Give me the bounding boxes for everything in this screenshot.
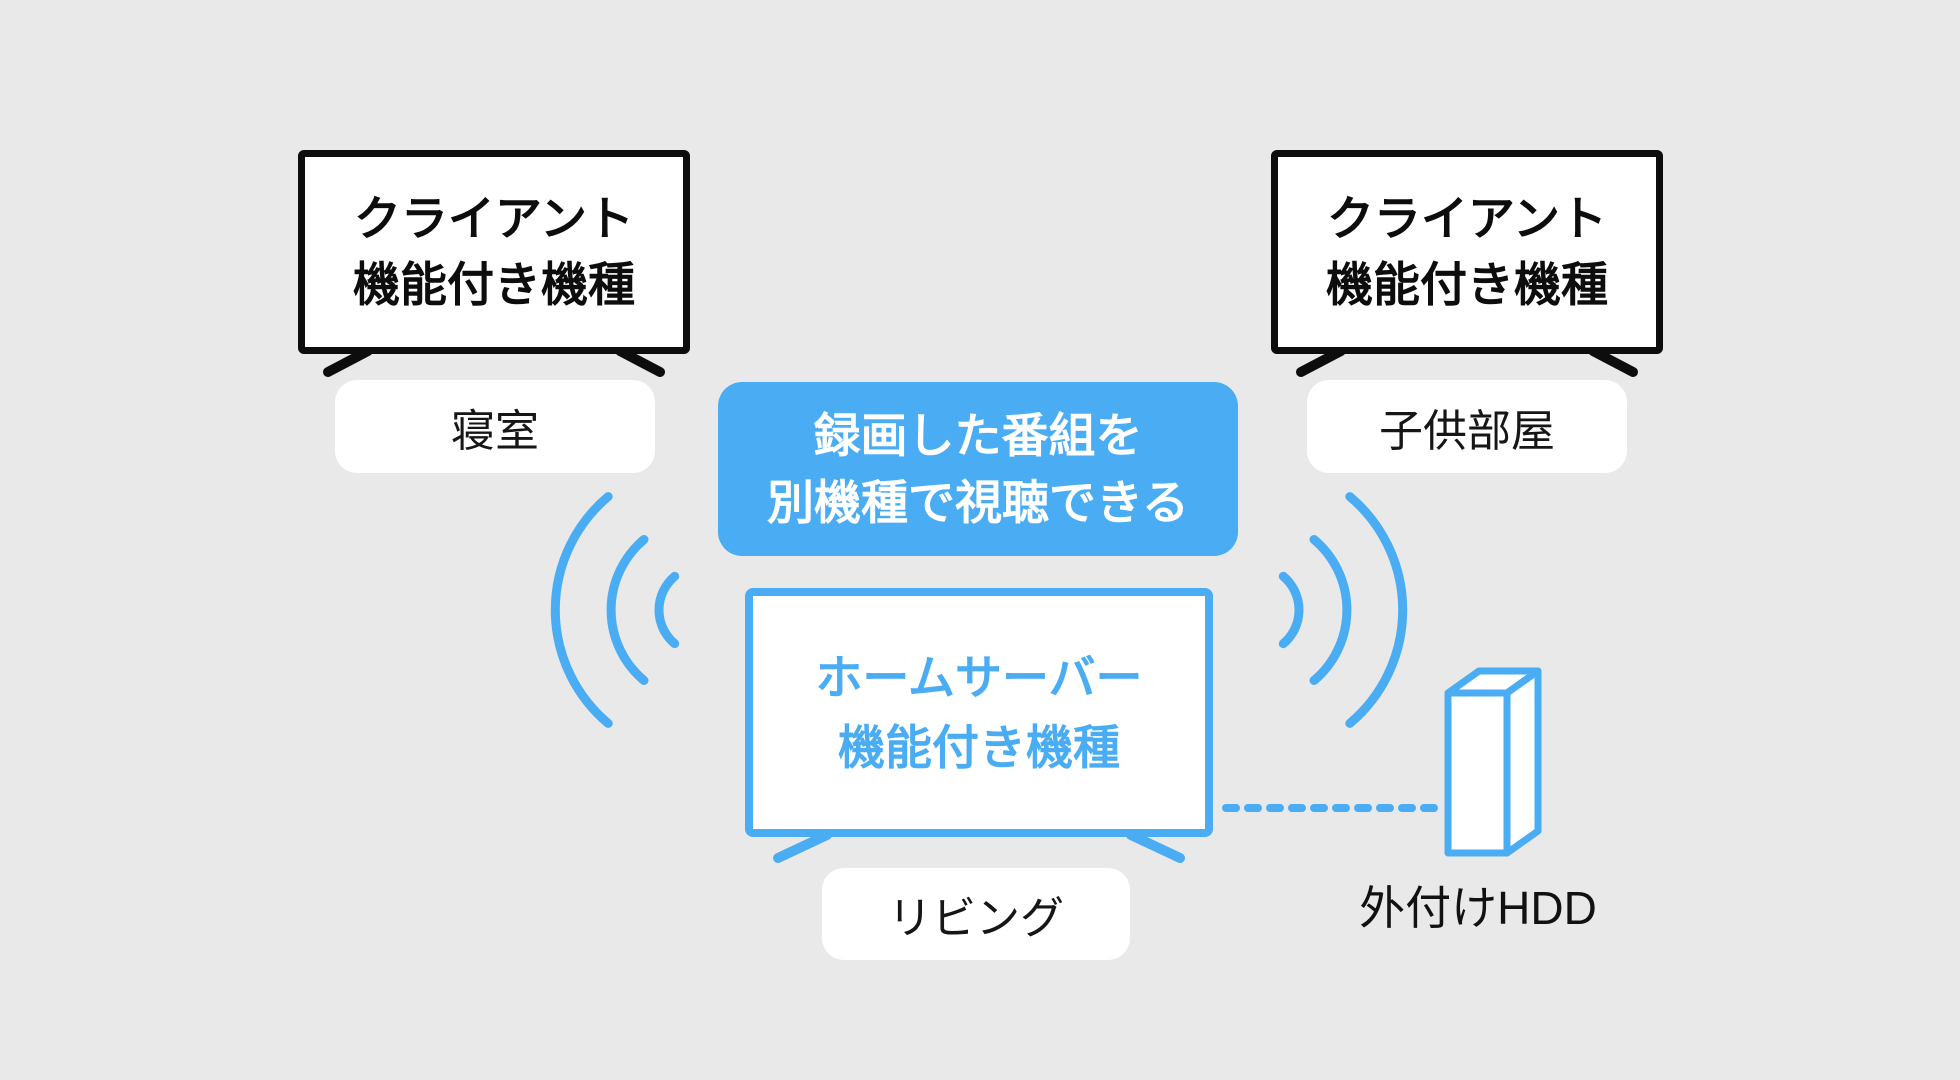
external-hdd-icon — [1444, 667, 1542, 857]
room-label-bedroom-text: 寝室 — [451, 406, 539, 456]
room-label-kids-room: 子供部屋 — [1307, 380, 1627, 473]
room-label-living-text: リビング — [888, 894, 1064, 943]
home-server-tv-label-line1: ホームサーバー — [815, 650, 1143, 704]
client-tv-bedroom: クライアント 機能付き機種 — [298, 150, 690, 354]
external-hdd-label: 外付けHDD — [1328, 872, 1628, 938]
feature-callout-line1: 録画した番組を — [813, 409, 1143, 462]
room-label-kids-room-text: 子供部屋 — [1379, 406, 1555, 456]
tv-stand-legs-server-icon — [773, 830, 1185, 863]
home-server-tv: ホームサーバー 機能付き機種 — [745, 588, 1213, 837]
wifi-waves-left-icon — [550, 492, 680, 728]
external-hdd-label-text: 外付けHDD — [1359, 882, 1597, 934]
feature-callout-line2: 別機種で視聴できる — [766, 476, 1190, 529]
wifi-waves-right-icon — [1278, 492, 1408, 728]
room-label-bedroom: 寝室 — [335, 380, 655, 473]
client-tv-kids-room-label-line1: クライアント — [1326, 192, 1608, 245]
feature-callout: 録画した番組を 別機種で視聴できる — [718, 382, 1238, 556]
tv-stand-legs-left-icon — [323, 346, 665, 377]
client-tv-bedroom-label-line2: 機能付き機種 — [353, 258, 635, 311]
client-tv-bedroom-label-line1: クライアント — [353, 192, 635, 245]
room-label-living: リビング — [822, 868, 1130, 960]
home-server-tv-label-line2: 機能付き機種 — [838, 720, 1120, 774]
client-tv-kids-room: クライアント 機能付き機種 — [1271, 150, 1663, 354]
tv-stand-legs-right-icon — [1296, 346, 1638, 377]
client-tv-kids-room-label-line2: 機能付き機種 — [1326, 258, 1608, 311]
